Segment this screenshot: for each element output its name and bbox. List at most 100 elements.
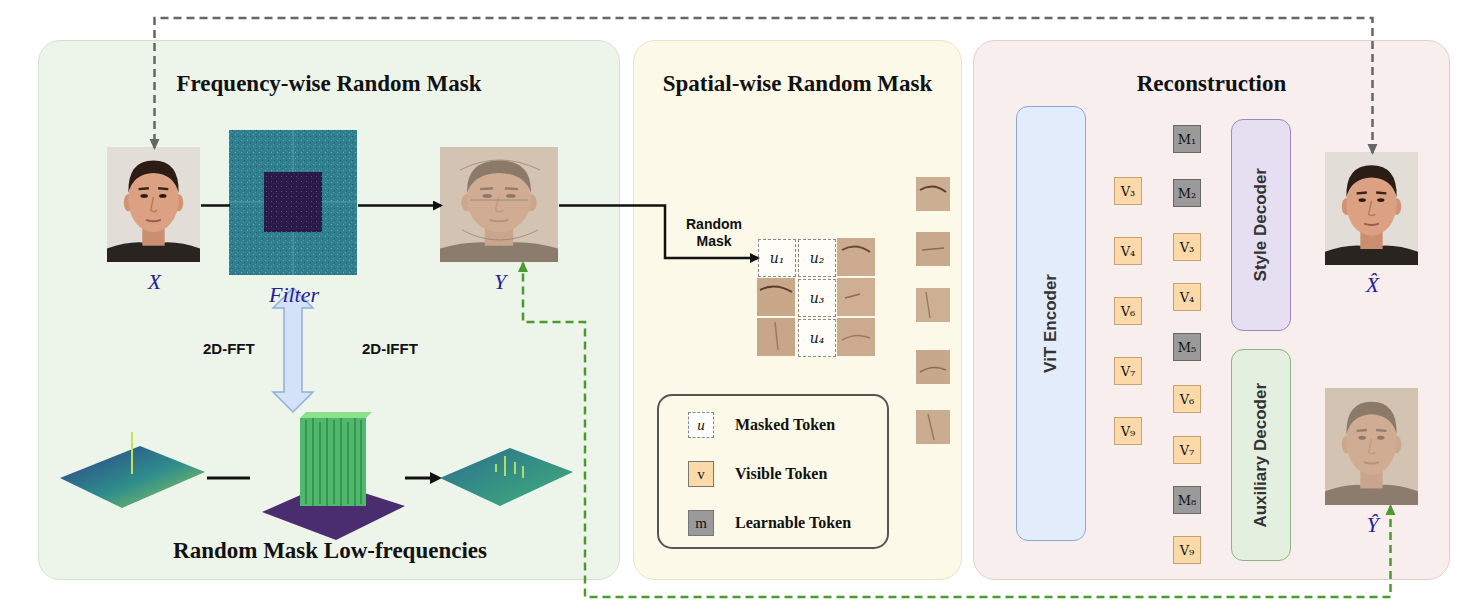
image-box: Filter (230, 131, 358, 276)
token-label: V₃ (1121, 184, 1136, 199)
legend-text: Visible Token (735, 461, 827, 487)
token-label: V₉ (1180, 543, 1195, 558)
token-label: V₆ (1121, 304, 1136, 319)
masked-token: u₃ (798, 279, 836, 317)
token-label: M₁ (1178, 132, 1197, 147)
image-label: Ŷ (1326, 512, 1419, 538)
visible-token: V₆ (1114, 297, 1142, 325)
patch-detail (920, 367, 946, 372)
patch-detail (842, 335, 870, 340)
patch-detail (922, 248, 944, 250)
image-box: X (108, 148, 201, 263)
token-label: V₃ (1180, 240, 1195, 255)
panel: ReconstructionViT Encoder V₃ V₄ V₆ V₇ V₉ M₁ M₂ V… (973, 40, 1450, 580)
image-box: X̂ (1326, 153, 1419, 266)
token-label: V₄ (1121, 244, 1136, 259)
masked-token: u₂ (798, 239, 836, 277)
visible-token: V₉ (1114, 417, 1142, 445)
legend-text: Masked Token (735, 412, 835, 438)
texture (460, 160, 540, 240)
masked-low-freq (264, 172, 322, 232)
patch-detail (775, 322, 778, 350)
image-patch (916, 410, 950, 444)
token-label: M₈ (1178, 493, 1197, 508)
masked-block (300, 418, 366, 506)
block-bars (306, 418, 361, 506)
filter-overlay (1325, 388, 1418, 505)
image-patch (916, 288, 950, 322)
legend-text: Learnable Token (735, 510, 851, 536)
visible-token: V₇ (1173, 436, 1201, 464)
patch-detail (760, 286, 792, 292)
edge-label: Random Mask (674, 216, 754, 250)
reconstructed-face (1325, 152, 1418, 265)
image-box: Y (441, 148, 559, 263)
annotation: 2D-FFT (203, 340, 255, 357)
image-label: X̂ (1326, 272, 1419, 298)
token-label: u₃ (810, 290, 825, 306)
image-patch (757, 318, 795, 356)
network-block: Auxiliary Decoder (1231, 349, 1291, 561)
annotation: Random Mask Low-frequencies (80, 538, 580, 564)
image-patch (916, 177, 950, 211)
panel-title: Reconstruction (974, 71, 1449, 97)
patch-detail (920, 186, 946, 192)
panel-title: Spatial-wise Random Mask (634, 71, 961, 97)
image-patch (837, 318, 875, 356)
patch-detail (842, 246, 870, 252)
image-patch (916, 232, 950, 266)
flow-line (207, 477, 250, 480)
panel: Spatial-wise Random Mask u₁ u₂ u₃ u₄ (633, 40, 962, 580)
image-label: Y (441, 269, 559, 295)
image-label: X (108, 269, 201, 295)
visible-token: V₃ (1173, 233, 1201, 261)
token-label: u₁ (770, 250, 785, 266)
filtered-face (440, 147, 558, 262)
token-label: u₂ (810, 250, 825, 266)
visible-token: V₄ (1114, 237, 1142, 265)
visible-token: V₄ (1173, 283, 1201, 311)
block-label: ViT Encoder (1041, 274, 1061, 373)
patch-detail (845, 294, 860, 298)
spectrum-image (229, 130, 357, 275)
image-patch (837, 238, 875, 276)
token-label: V₇ (1180, 443, 1195, 458)
image-label: Filter (230, 282, 358, 308)
visible-token: V₆ (1173, 385, 1201, 413)
network-block: Style Decoder (1231, 119, 1291, 331)
block-label: Style Decoder (1251, 168, 1271, 281)
image-patch (757, 278, 795, 316)
image-patch (916, 350, 950, 384)
patch-detail (928, 414, 934, 440)
panel-title: Frequency-wise Random Mask (39, 71, 619, 97)
learnable-token: M₅ (1173, 333, 1201, 361)
face-photo (107, 147, 200, 262)
block-label: Auxiliary Decoder (1251, 383, 1271, 528)
token-label: V₇ (1121, 364, 1136, 379)
token-label: V₆ (1180, 392, 1195, 407)
learnable-token: M₈ (1173, 486, 1201, 514)
token-label: u₄ (810, 330, 825, 346)
visible-token: V₇ (1114, 357, 1142, 385)
masked-token: u₄ (798, 319, 836, 357)
learnable-token: M₂ (1173, 179, 1201, 207)
image-patch (837, 278, 875, 316)
token-label: M₅ (1178, 340, 1197, 355)
token-label: V₄ (1180, 290, 1195, 305)
reconstructed-filtered-face (1325, 388, 1418, 505)
legend-symbol: m (688, 510, 714, 536)
visible-token: V₃ (1114, 177, 1142, 205)
block-top (300, 412, 372, 418)
legend-symbol: v (688, 461, 714, 487)
visible-token: V₉ (1173, 536, 1201, 564)
image-box: Ŷ (1326, 389, 1419, 506)
learnable-token: M₁ (1173, 125, 1201, 153)
filter-overlay (440, 147, 558, 262)
legend-symbol: u (688, 412, 714, 438)
annotation: 2D-IFFT (362, 340, 418, 357)
spectrum-peak (131, 432, 133, 474)
masked-token: u₁ (758, 239, 796, 277)
token-label: M₂ (1178, 186, 1197, 201)
patch-detail (926, 292, 930, 318)
